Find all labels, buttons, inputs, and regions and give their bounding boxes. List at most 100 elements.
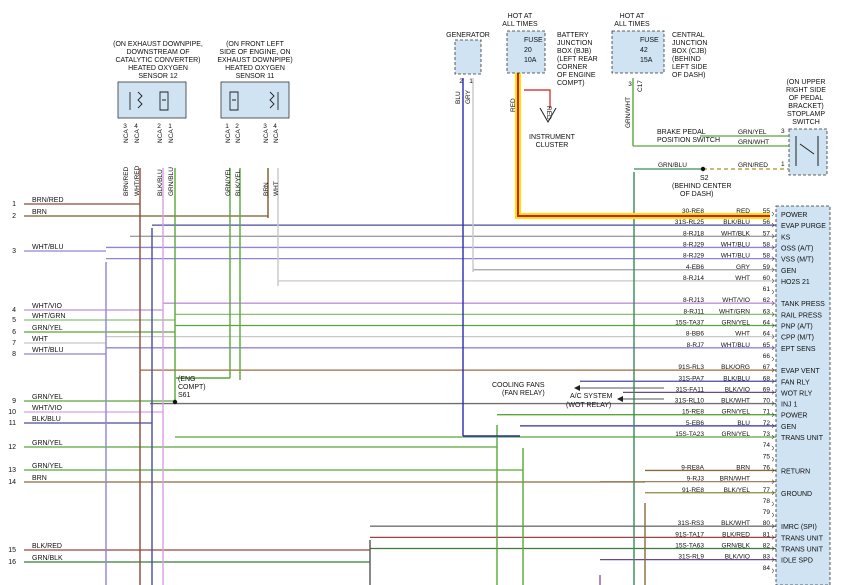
brake-line2: POSITION SWITCH (657, 137, 720, 144)
left-pin-label: GRN/YEL (32, 325, 63, 332)
pcm-pin-number: 70 (763, 398, 771, 405)
pcm-pin-number: 79 (763, 509, 771, 516)
pcm-pin-number: 57 (763, 230, 771, 237)
pcm-wire-color: BLK/BLU (723, 219, 750, 226)
splice-s61: (ENG COMPT) S61 (172, 376, 206, 405)
pcm-pin-number: 73 (763, 431, 771, 438)
sensor-pin-number: 4 (134, 123, 138, 130)
left-pin-label: BLK/RED (32, 543, 62, 550)
fans-line2: (FAN RELAY) (502, 390, 545, 397)
s61-line1: (ENG (178, 376, 196, 383)
pin-terminal-icon (771, 379, 774, 384)
pcm-wire-color: RED (736, 208, 750, 215)
cjb-l1: CENTRAL (672, 32, 705, 39)
pcm-wire-color: BRN (736, 464, 750, 471)
pin-terminal-icon (771, 323, 774, 328)
pin-terminal-icon (771, 501, 774, 507)
pcm-function: TANK PRESS (781, 301, 825, 308)
pcm-function: IMRC (SPI) (781, 524, 817, 531)
pcm-pin-number: 81 (763, 531, 771, 538)
sensor-nca-label: NCA (235, 129, 242, 143)
pcm-pin-number: 63 (763, 308, 771, 315)
pin-terminal-icon (771, 568, 774, 574)
generator: GENERATOR 2 1 BLU GRY (446, 32, 490, 104)
pcm-pin-number: 60 (763, 275, 771, 282)
fans-line1: COOLING FANS (492, 382, 545, 389)
pcm-pin-number: 58 (763, 241, 771, 248)
pin-terminal-icon (771, 512, 774, 518)
pcm-pin-number: 62 (763, 297, 771, 304)
left-pin-label: WHT/BLU (32, 244, 64, 251)
sensor-pin-number: 1 (168, 123, 172, 130)
left-pin-number: 8 (12, 351, 16, 358)
pcm-wire-color: BLK/BLU (723, 375, 750, 382)
pcm-pin-number: 71 (763, 409, 771, 416)
bjb-l1: BATTERY (557, 32, 589, 39)
generator-pin-1: 1 (469, 78, 473, 85)
sensor11-line4: HEATED OXYGEN (225, 65, 285, 72)
pcm-function: EVAP VENT (781, 368, 820, 375)
ac-line1: A/C SYSTEM (570, 393, 613, 400)
pin-terminal-icon (771, 222, 774, 228)
sensor12-line2: DOWNSTREAM OF (127, 49, 190, 56)
left-pin-label: GRN/YEL (32, 394, 63, 401)
stoplamp-l5: STOPLAMP (787, 111, 825, 118)
bjb-fuse: FUSE (524, 37, 543, 44)
sensor-connections (176, 377, 520, 437)
pcm-wire-color: BLK/YEL (724, 487, 751, 494)
cjb-l3: BOX (CJB) (672, 48, 707, 55)
stoplamp-pin-1: 1 (781, 161, 785, 168)
pcm-function: POWER (781, 413, 807, 420)
cjb-l6: OF DASH) (672, 72, 705, 79)
cjb-l2: JUNCTION (672, 40, 707, 47)
bjb-fuse-amp: 10A (524, 57, 537, 64)
sensor-pin-number: 4 (273, 123, 277, 130)
pcm-pin-number: 77 (763, 487, 771, 494)
generator-wire-gry: GRY (465, 89, 472, 104)
pin-terminal-icon (771, 412, 774, 417)
bjb-wire-red-2: RED (545, 106, 552, 120)
pcm-wire-color: BLK/ORG (721, 364, 750, 371)
pcm-pin-number: 55 (763, 208, 771, 215)
pcm-wire-color: BLK/WHT (721, 398, 750, 405)
pcm-function: POWER (781, 212, 807, 219)
pcm-circuit-id: 8-RJ18 (683, 230, 704, 237)
sensor-wire-color: BRN (263, 182, 270, 196)
pcm-pin-number: 61 (763, 286, 771, 293)
s2-line2: OF DASH) (680, 191, 713, 198)
pin-terminal-icon (771, 367, 774, 373)
left-pin-label: GRN/YEL (32, 440, 63, 447)
sensor-nca-label: NCA (123, 129, 130, 143)
generator-body (454, 39, 482, 75)
sensor11-line2: SIDE OF ENGINE, ON (219, 49, 290, 56)
pin-terminal-icon (771, 245, 774, 250)
left-pin-label: WHT/VIO (32, 303, 62, 310)
pcm-pin-number: 78 (763, 498, 771, 505)
pin-terminal-icon (771, 345, 774, 351)
sensor-wire-color: WHT (273, 181, 280, 196)
pin-terminal-icon (771, 312, 774, 317)
sensor-element-icon (159, 91, 169, 111)
pcm-function: RAIL PRESS (781, 312, 822, 319)
pcm-pin-number: 80 (763, 520, 771, 527)
brake-wire-1: GRN/YEL (738, 129, 767, 136)
battery-junction-box: HOT AT ALL TIMES FUSE 20 10A BATTERY JUN… (502, 13, 597, 120)
sensor-11: (ON FRONT LEFT SIDE OF ENGINE, ON EXHAUS… (217, 41, 292, 196)
pcm-function: VSS (M/T) (781, 257, 814, 264)
pin-terminal-icon (771, 211, 774, 217)
pcm-circuit-id: 15S-TA63 (675, 543, 704, 550)
pin-terminal-icon (771, 390, 774, 395)
pin-terminal-icon (771, 423, 774, 429)
sensor-wire-color: WHT/RED (134, 165, 141, 196)
pcm-circuit-id: 9-RE8A (681, 464, 704, 471)
brake-wire-2: GRN/WHT (738, 139, 769, 146)
stoplamp-l1: (ON UPPER (787, 79, 826, 86)
pcm-wire-color: WHT (735, 331, 750, 338)
bjb-l3: BOX (BJB) (557, 48, 591, 55)
central-junction-box: HOT AT ALL TIMES FUSE 42 15A CENTRAL JUN… (611, 13, 708, 128)
s2-line1: (BEHIND CENTER (672, 183, 732, 190)
pcm-circuit-id: 91-RE8 (682, 487, 704, 494)
sensor11-body (220, 81, 290, 119)
pcm-wire-color: BLK/VIO (725, 554, 750, 561)
cjb-body (611, 30, 665, 74)
